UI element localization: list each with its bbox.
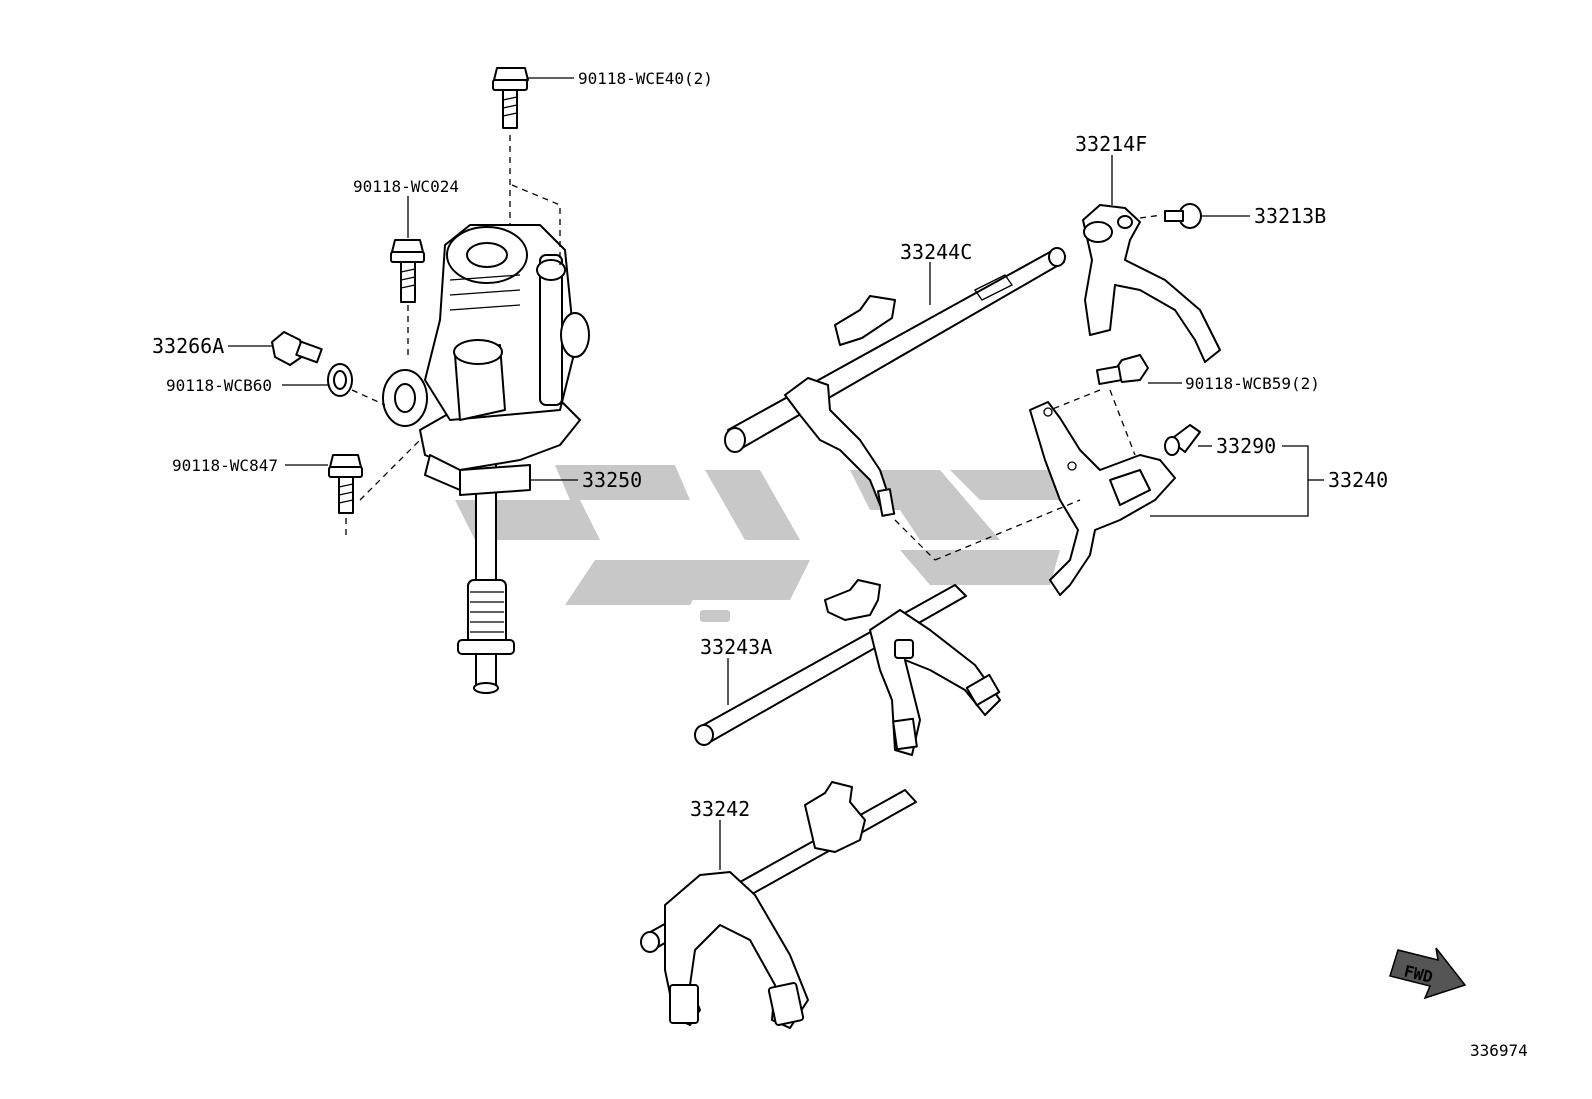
fork-arm [784,377,891,506]
label-bolt-wc847: 90118-WC847 [172,456,278,475]
shift-housing-assembly [382,224,590,694]
plug-33266a [271,331,323,366]
interlock-assembly-33240 [1029,401,1176,596]
shift-shaft-33242 [640,781,917,1029]
fork-33214f [1082,204,1221,363]
pin-33290 [1164,424,1201,456]
bolt-wce40 [492,67,529,129]
label-gasket-wcb60: 90118-WCB60 [166,376,272,395]
bolts-wcb59 [1095,354,1149,385]
label-bolt-wce40: 90118-WCE40(2) [578,69,713,88]
bolt-wc024 [390,239,425,303]
label-shaft-33243a: 33243A [700,635,772,659]
watermark-logo [455,465,1090,622]
shift-shaft-33244c [724,247,1066,517]
label-figure-id: 336974 [1470,1041,1528,1060]
label-fork-33242: 33242 [690,797,750,821]
fwd-arrow-icon [1389,947,1467,1000]
shift-shaft-33243a [694,579,1001,756]
label-fork-33214f: 33214F [1075,132,1147,156]
label-pin-33290: 33290 [1216,434,1276,458]
label-shaft-33244c: 33244C [900,240,972,264]
label-assembly-33240: 33240 [1328,468,1388,492]
label-bolts-wcb59: 90118-WCB59(2) [1185,374,1320,393]
label-bolt-wc024: 90118-WC024 [353,177,459,196]
label-housing-33250: 33250 [582,468,642,492]
label-plug-33266a: 33266A [152,334,224,358]
bolt-33213b [1164,203,1202,229]
bolt-wc847 [328,454,363,514]
label-bolt-33213b: 33213B [1254,204,1326,228]
gasket-wcb60 [327,363,353,397]
